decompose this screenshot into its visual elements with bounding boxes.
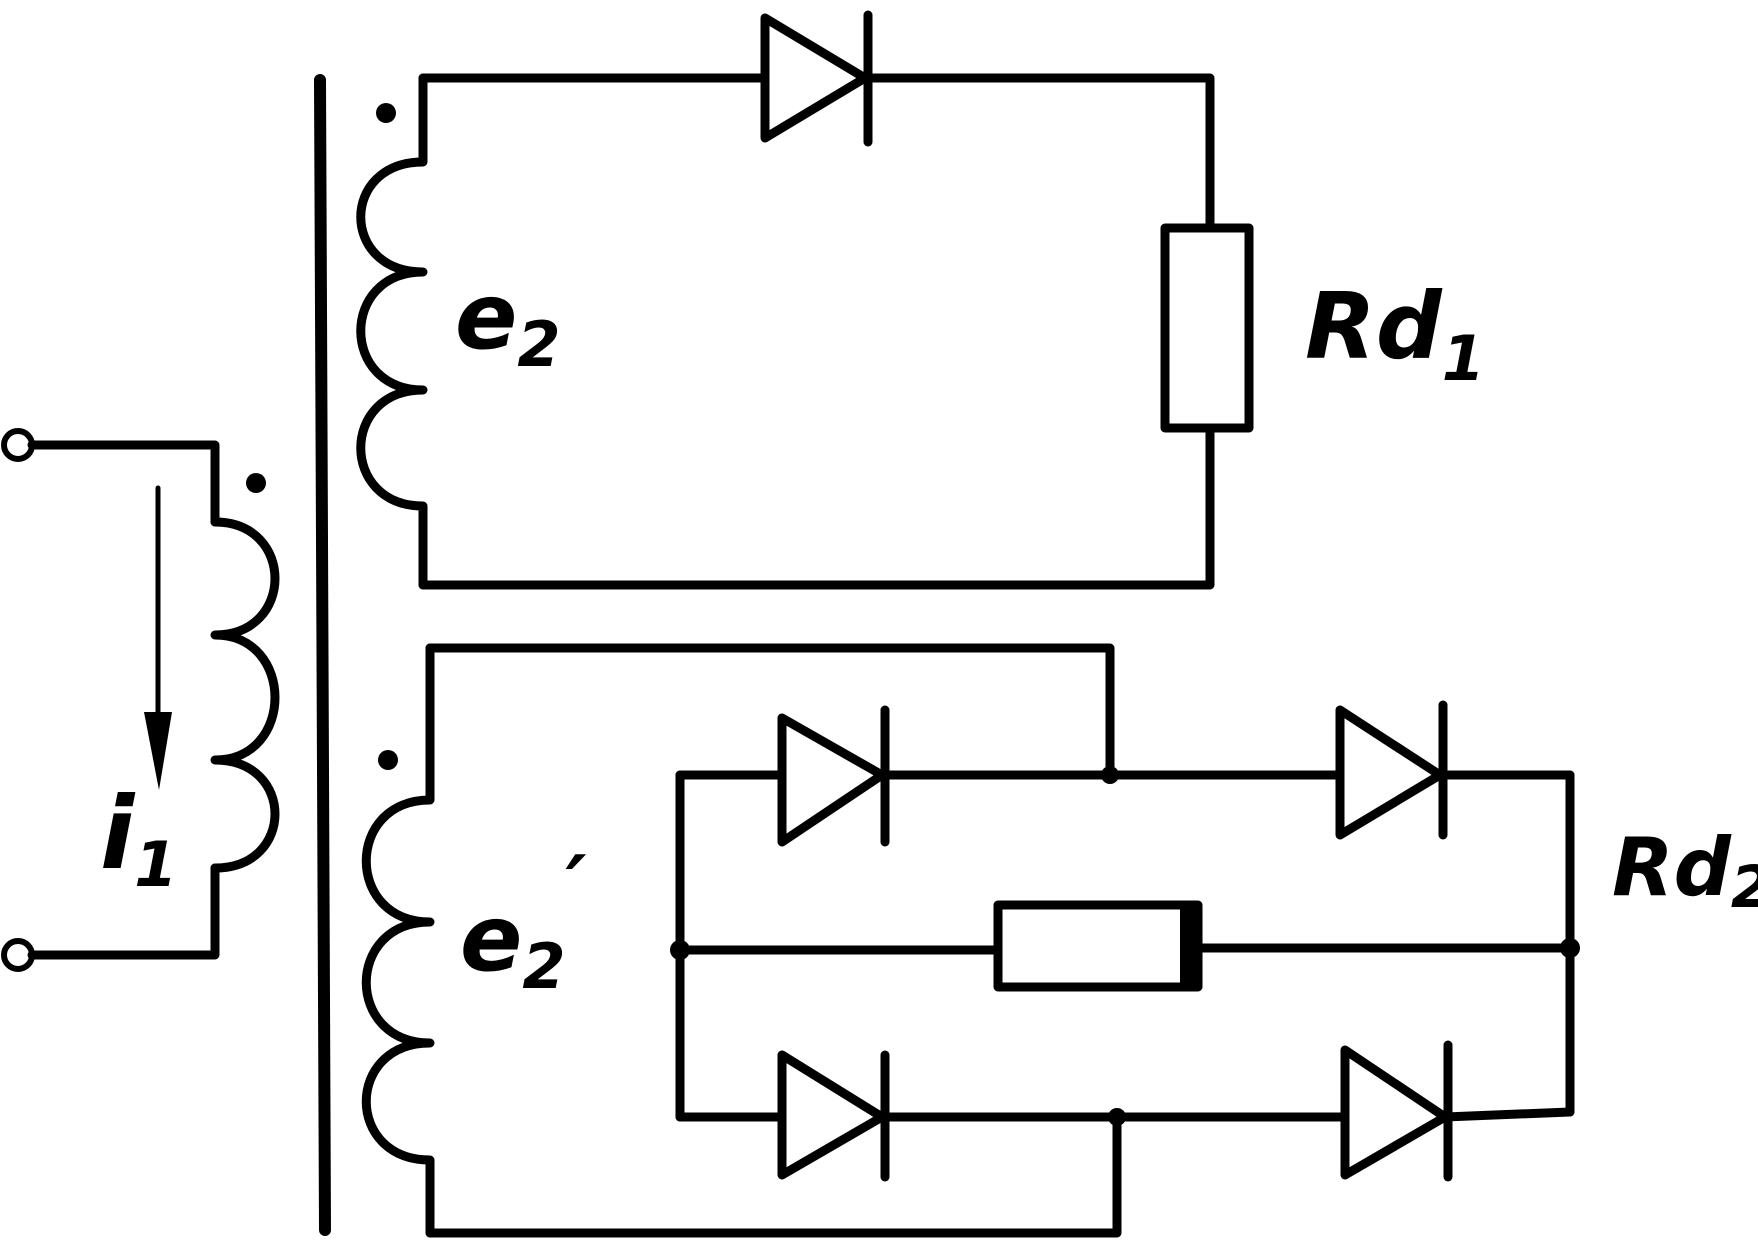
load-resistor-2-end-mark [1180,905,1198,987]
primary-current-arrow [144,485,172,790]
secondary-coil-2 [361,643,435,1238]
bridge-diode-bottom-left [777,1050,890,1182]
label-i1: i1 [100,775,177,901]
primary-coil [210,517,280,873]
secondary-winding-2 [361,643,435,1238]
secondary-coil-1 [356,73,428,590]
transformer-core [314,74,331,1236]
load-resistor-1 [1160,223,1254,433]
load-resistor-2 [993,900,1203,992]
secondary-winding-1 [356,73,428,590]
label-rd1: Rd1 [1305,273,1485,395]
label-rd2: Rd2 [1612,821,1758,921]
label-e2: e2 [455,263,561,381]
junction-bottom [1108,1108,1126,1126]
secondary-1-polarity-dot [376,103,396,123]
junction-right [1560,938,1580,958]
junction-left [670,940,690,960]
bridge-diode-top-left [777,705,890,847]
label-e2-prime: e2′ [460,839,587,1003]
diode-1 [760,10,873,147]
bridge-rectifier [425,643,1580,1238]
half-wave-circuit [418,10,1254,590]
bridge-diode-top-right [1335,700,1448,840]
bridge-diode-bottom-right [1340,1040,1453,1182]
primary-polarity-dot [246,473,266,493]
secondary-2-polarity-dot [378,750,398,770]
primary-winding [1,428,280,972]
junction-top [1101,766,1119,784]
